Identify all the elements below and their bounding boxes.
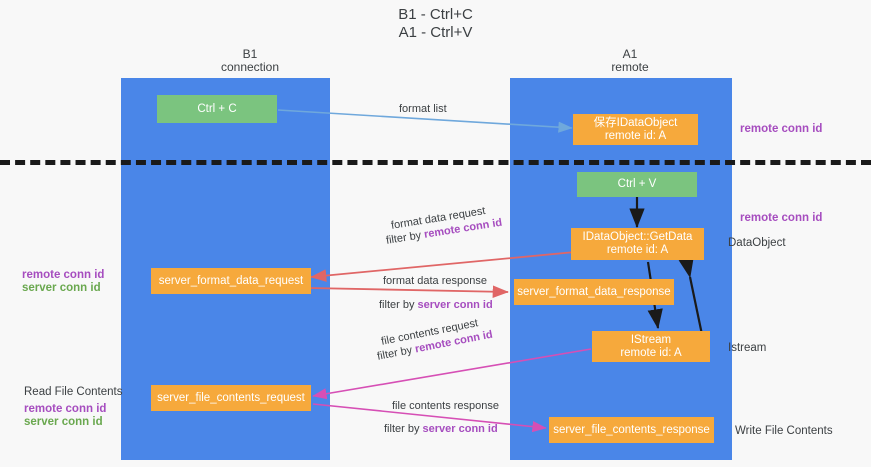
filter-key-server-conn-id: server conn id <box>417 299 493 311</box>
node-getdata-line1: IDataObject::GetData <box>582 231 693 243</box>
node-server-format-data-response[interactable]: server_format_data_response <box>514 279 674 305</box>
column-header-b1-sub: connection <box>220 60 280 74</box>
column-header-a1-sub: remote <box>611 60 649 74</box>
node-ctrl-v-label: Ctrl + V <box>617 178 657 190</box>
title-line-1: B1 - Ctrl+C <box>398 6 473 23</box>
right-label-remote-conn-id-mid: remote conn id <box>740 212 823 224</box>
node-server-format-data-request-label: server_format_data_request <box>158 274 304 287</box>
left-label-server-conn-id-mid: server conn id <box>22 282 101 294</box>
node-server-file-contents-response-label: server_file_contents_response <box>553 423 710 436</box>
node-server-file-contents-request[interactable]: server_file_contents_request <box>151 385 311 411</box>
edge-label-format-data-response-filter: filter by server conn id <box>379 298 493 312</box>
edge-label-file-contents-response-filter: filter by server conn id <box>384 422 498 436</box>
title-line-2: A1 - Ctrl+V <box>398 24 473 41</box>
node-istream[interactable]: IStream remote id: A <box>592 331 710 362</box>
left-label-server-conn-id-bottom: server conn id <box>24 416 103 428</box>
left-label-remote-conn-id-mid: remote conn id <box>22 269 105 281</box>
node-ctrl-v[interactable]: Ctrl + V <box>577 172 697 197</box>
node-server-format-data-request[interactable]: server_format_data_request <box>151 268 311 294</box>
node-istream-line2: remote id: A <box>620 346 682 359</box>
arrow-format-data-response <box>309 285 509 298</box>
diagram-title: B1 - Ctrl+C A1 - Ctrl+V <box>0 6 871 42</box>
section-divider <box>0 160 871 165</box>
node-getdata-line2: remote id: A <box>606 244 669 256</box>
right-label-dataobject: DataObject <box>728 237 786 249</box>
node-istream-line1: IStream <box>630 333 672 346</box>
node-save-idataobject[interactable]: 保存IDataObject remote id: A <box>573 114 698 145</box>
filter-key-server-conn-id: server conn id <box>422 423 498 435</box>
column-header-a1-name: A1 <box>622 47 638 61</box>
edge-label-file-contents-response: file contents response <box>392 400 500 412</box>
filter-prefix: filter by <box>384 423 423 435</box>
left-label-remote-conn-id-bottom: remote conn id <box>24 403 107 415</box>
node-server-file-contents-response[interactable]: server_file_contents_response <box>549 417 714 443</box>
filter-prefix: filter by <box>379 299 418 311</box>
column-header-a1: A1 remote <box>520 48 740 74</box>
node-ctrl-c-label: Ctrl + C <box>197 102 237 115</box>
node-ctrl-c[interactable]: Ctrl + C <box>157 95 277 123</box>
right-label-istream: Istream <box>728 342 767 354</box>
node-server-format-data-response-label: server_format_data_response <box>517 285 671 298</box>
column-header-b1-name: B1 <box>242 47 258 61</box>
edge-label-format-data-response: format data response <box>383 275 487 287</box>
right-label-write-file-contents: Write File Contents <box>735 425 833 437</box>
node-save-idataobject-line2: remote id: A <box>604 129 667 142</box>
node-server-file-contents-request-label: server_file_contents_request <box>157 391 305 404</box>
column-header-b1: B1 connection <box>150 48 350 74</box>
node-idataobject-getdata[interactable]: IDataObject::GetData remote id: A <box>571 228 704 260</box>
edge-label-format-list: format list <box>399 103 447 115</box>
node-save-idataobject-line1: 保存IDataObject <box>593 116 678 129</box>
left-label-read-file-contents: Read File Contents <box>24 386 123 398</box>
right-label-remote-conn-id-top: remote conn id <box>740 123 823 135</box>
